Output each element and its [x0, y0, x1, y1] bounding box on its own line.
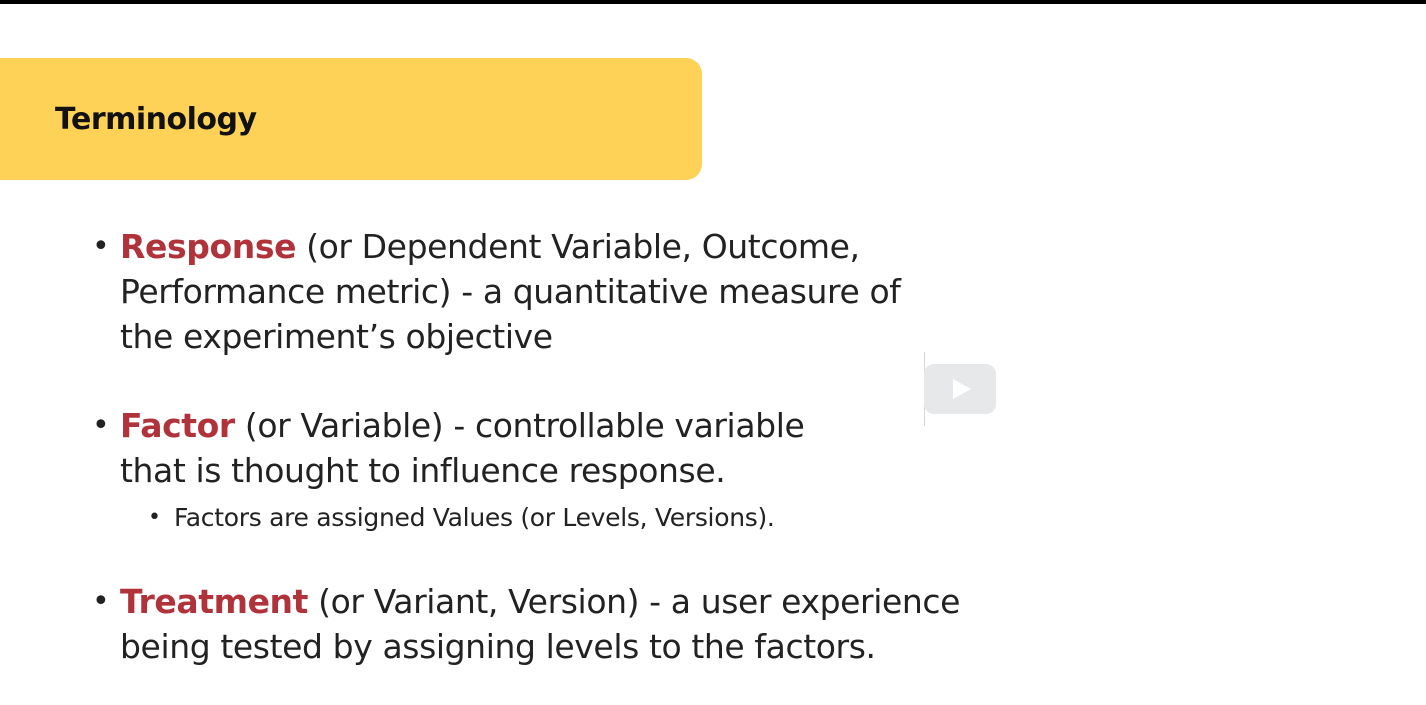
- slide-title: Terminology: [55, 101, 257, 137]
- bullet-treatment: • Treatment (or Variant, Version) - a us…: [92, 579, 1020, 669]
- bullet-text: (or Dependent Variable, Outcome, Perform…: [120, 227, 901, 356]
- sub-bullet-factor: • Factors are assigned Values (or Levels…: [92, 501, 1012, 535]
- sub-bullet-dot: •: [148, 505, 161, 530]
- play-button[interactable]: [924, 364, 996, 414]
- term-response: Response: [120, 227, 297, 266]
- bullet-dot: •: [92, 229, 110, 264]
- bullet-text: (or Variable) - controllable variable th…: [120, 406, 805, 490]
- bullet-dot: •: [92, 584, 110, 619]
- slide-content: • Response (or Dependent Variable, Outco…: [92, 224, 1012, 669]
- bullet-response: • Response (or Dependent Variable, Outco…: [92, 224, 920, 359]
- bullet-text: (or Variant, Version) - a user experienc…: [120, 582, 961, 666]
- title-banner: Terminology: [0, 58, 702, 180]
- top-border: [0, 0, 1426, 4]
- term-treatment: Treatment: [120, 582, 309, 621]
- sub-bullet-text: Factors are assigned Values (or Levels, …: [174, 503, 775, 532]
- term-factor: Factor: [120, 406, 235, 445]
- bullet-dot: •: [92, 408, 110, 443]
- play-icon: [953, 379, 971, 399]
- bullet-factor: • Factor (or Variable) - controllable va…: [92, 403, 840, 493]
